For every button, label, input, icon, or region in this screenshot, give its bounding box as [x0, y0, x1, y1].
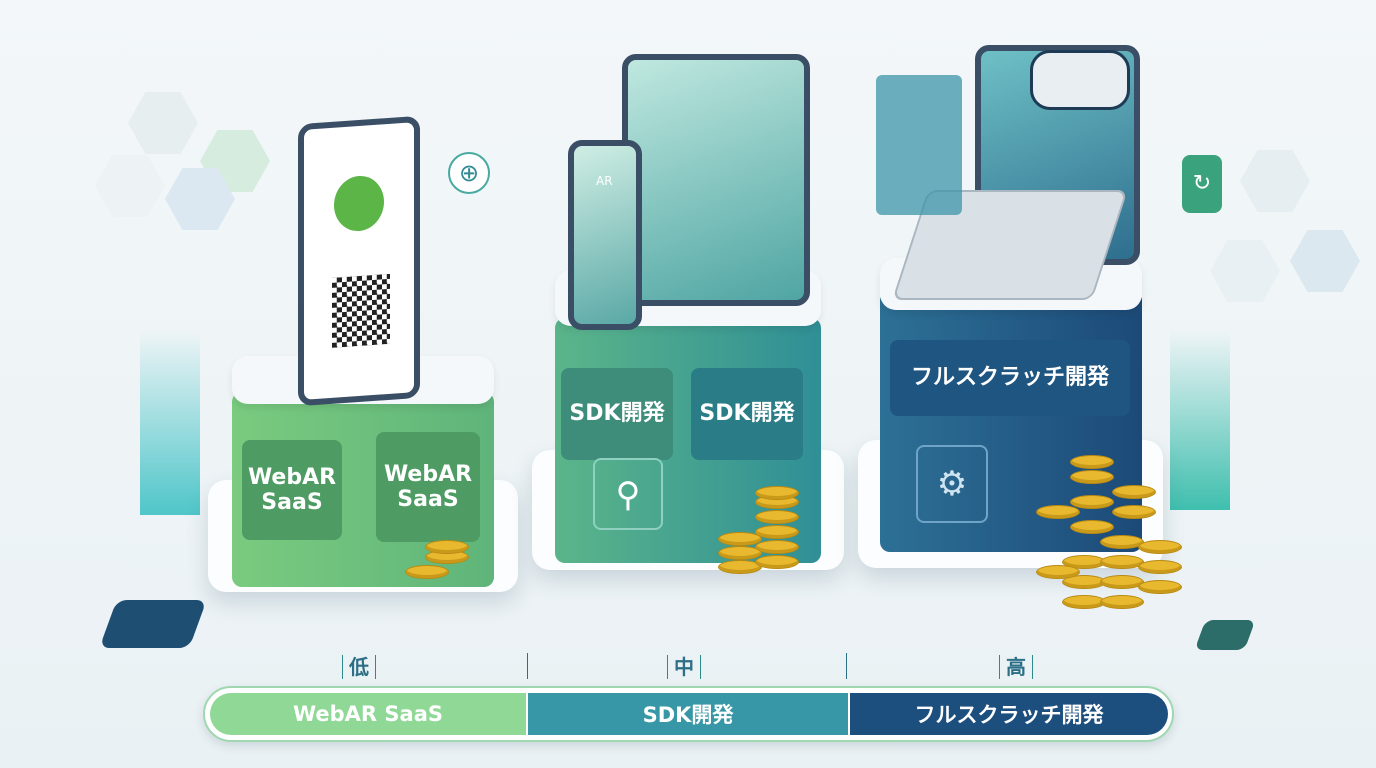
decor-hexagon [165, 168, 235, 230]
decor-hexagon [95, 155, 165, 217]
cost-scale-bar: WebAR SaaS SDK開発 フルスクラッチ開発 [203, 686, 1174, 742]
pedestal-full-scratch: フルスクラッチ開発 ⚙ [880, 290, 1142, 552]
level-low: 低 [342, 655, 376, 679]
frog-mascot [334, 174, 384, 233]
refresh-icon: ↻ [1182, 155, 1222, 213]
search-icon: ⚲ [593, 458, 663, 530]
scale-segment-full-scratch: フルスクラッチ開発 [850, 693, 1168, 735]
glow-pad-left [140, 330, 200, 515]
scale-segment-sdk: SDK開発 [528, 693, 848, 735]
level-high: 高 [999, 655, 1033, 679]
divider-tick [846, 653, 847, 679]
dashboard-panel [876, 75, 962, 215]
glow-pad-right [1170, 330, 1230, 510]
globe-icon: ⊕ [448, 152, 490, 194]
decor-hexagon [1210, 240, 1280, 302]
qr-code [332, 273, 390, 348]
vr-headset-icon [1030, 50, 1130, 110]
decor-hexagon [1290, 230, 1360, 292]
level-mid: 中 [667, 655, 701, 679]
decor-tile [99, 600, 207, 648]
tablet-robot [622, 54, 810, 306]
divider-tick [527, 653, 528, 679]
box-label: フルスクラッチ開発 [890, 340, 1130, 416]
phone-qr [298, 115, 420, 407]
box-label: WebAR SaaS [242, 440, 342, 540]
phone-ar: AR [568, 140, 642, 330]
box-label: SDK開発 [691, 368, 803, 460]
box-label: WebAR SaaS [376, 432, 480, 542]
scale-segment-webar-saas: WebAR SaaS [210, 693, 526, 735]
gear-icon: ⚙ [916, 445, 988, 523]
decor-hexagon [1240, 150, 1310, 212]
box-label: SDK開発 [561, 368, 673, 460]
decor-tile [1194, 620, 1256, 650]
decor-hexagon [128, 92, 198, 154]
ar-label: AR [596, 174, 613, 188]
